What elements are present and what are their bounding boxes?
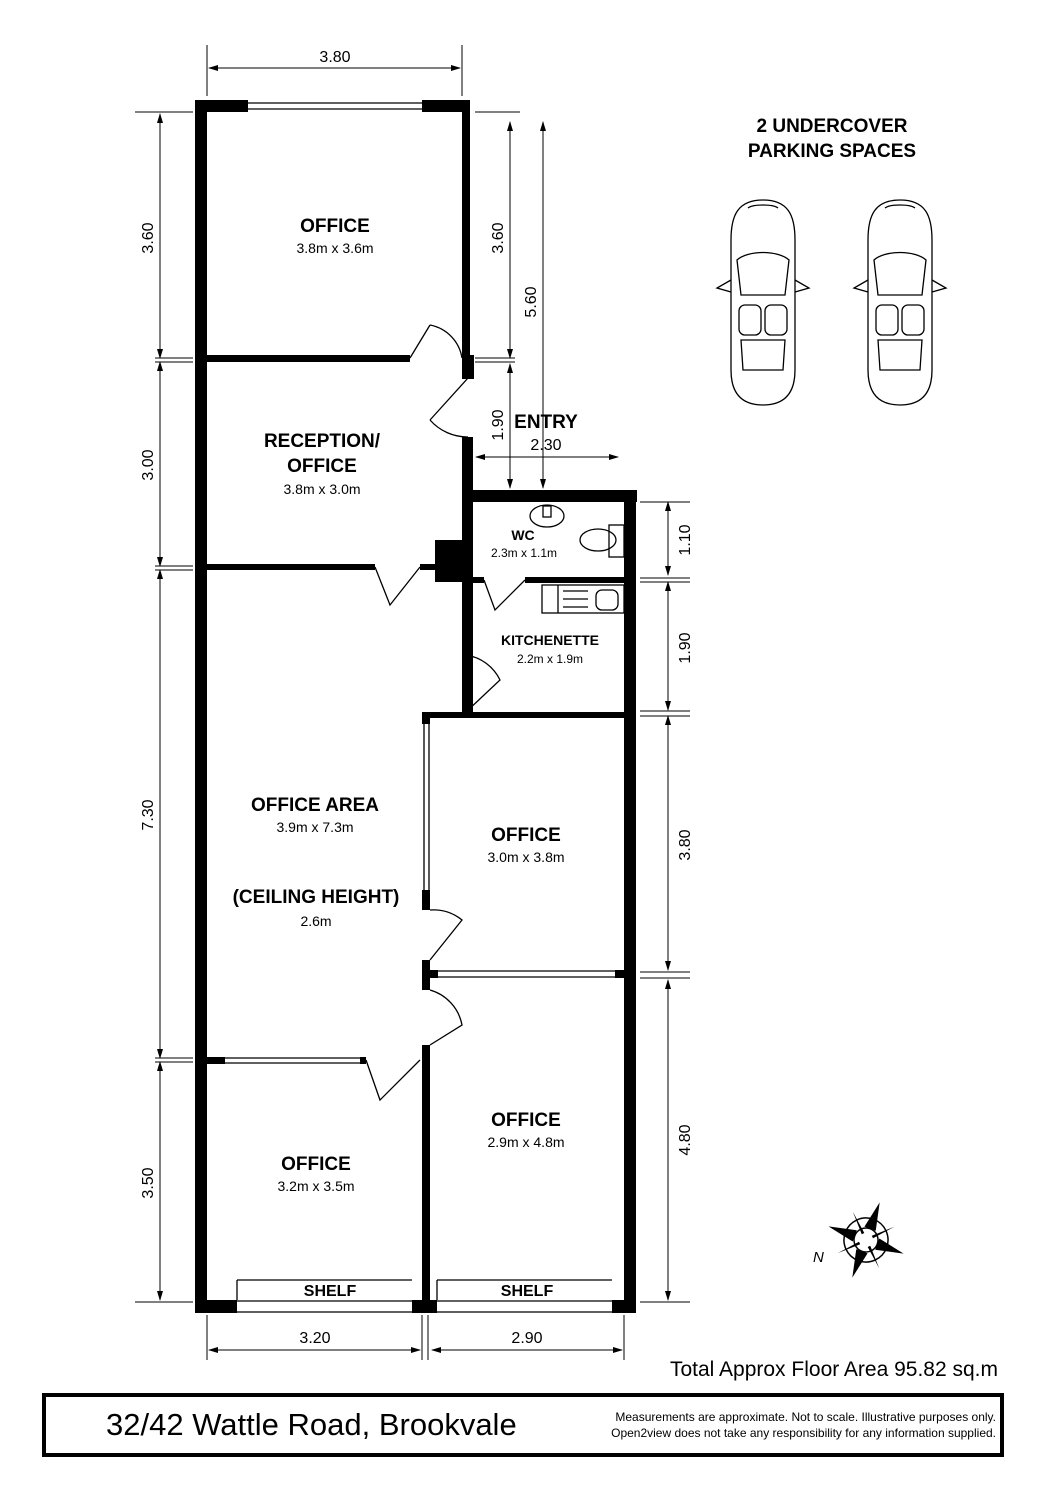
- room-entry-name: ENTRY: [514, 412, 578, 433]
- room-office-top-name: OFFICE: [300, 216, 370, 237]
- ceiling-height-label: (CEILING HEIGHT): [233, 887, 400, 908]
- dim-right-4: 4.80: [677, 1124, 694, 1155]
- dimension-lines: [135, 45, 690, 1360]
- car-icon: [852, 199, 948, 406]
- room-kitchenette-name: KITCHENETTE: [501, 632, 599, 648]
- kitchen-bench: [541, 584, 625, 614]
- room-reception-name-1: RECEPTION/: [264, 431, 381, 452]
- car-icon: [715, 199, 811, 406]
- basin-icon: [529, 504, 565, 528]
- compass-rose-icon: [828, 1202, 904, 1278]
- shelf-left-label: SHELF: [304, 1283, 357, 1300]
- dim-left-1: 3.60: [140, 222, 157, 253]
- ceiling-height-value: 2.6m: [300, 913, 331, 929]
- shelf-right-label: SHELF: [501, 1283, 554, 1300]
- dim-bottom-2: 2.90: [511, 1330, 542, 1347]
- dim-top-width: 3.80: [319, 49, 350, 66]
- fixtures: [529, 504, 625, 614]
- dim-bottom-1: 3.20: [299, 1330, 330, 1347]
- dim-left-2: 3.00: [140, 449, 157, 480]
- dim-entry-width: 2.30: [530, 437, 561, 454]
- dim-right-1: 1.10: [677, 524, 694, 555]
- total-floor-area: Total Approx Floor Area 95.82 sq.m: [669, 1358, 998, 1381]
- property-address: 32/42 Wattle Road, Brookvale: [106, 1407, 517, 1442]
- room-wc-name: WC: [511, 527, 534, 543]
- toilet-icon: [579, 528, 617, 552]
- footer-box: 32/42 Wattle Road, Brookvale Measurement…: [42, 1393, 1004, 1457]
- room-reception-name-2: OFFICE: [287, 456, 357, 477]
- compass-north-label: N: [813, 1249, 824, 1266]
- dim-right-2: 1.90: [677, 632, 694, 663]
- room-office-br-name: OFFICE: [491, 1110, 561, 1131]
- walls: [195, 100, 637, 1313]
- parking-label-1: 2 UNDERCOVER: [757, 116, 908, 137]
- room-reception-size: 3.8m x 3.0m: [283, 481, 360, 497]
- dim-entry-depth: 1.90: [490, 409, 507, 440]
- dim-inner-5-60: 5.60: [523, 286, 540, 317]
- dim-right-3: 3.80: [677, 829, 694, 860]
- room-kitchenette-size: 2.2m x 1.9m: [517, 652, 583, 666]
- disclaimer-line-1: Measurements are approximate. Not to sca…: [615, 1410, 996, 1424]
- dim-left-4: 3.50: [140, 1167, 157, 1198]
- doors: [365, 324, 526, 1102]
- room-office-bl-name: OFFICE: [281, 1154, 351, 1175]
- room-office-mid-name: OFFICE: [491, 825, 561, 846]
- disclaimer-line-2: Open2view does not take any responsibili…: [611, 1426, 996, 1440]
- room-office-bl-size: 3.2m x 3.5m: [277, 1178, 354, 1194]
- room-office-top-size: 3.8m x 3.6m: [296, 240, 373, 256]
- room-office-mid-size: 3.0m x 3.8m: [487, 849, 564, 865]
- dim-inner-3-60: 3.60: [490, 222, 507, 253]
- parking-label-2: PARKING SPACES: [748, 141, 916, 162]
- disclaimer: Measurements are approximate. Not to sca…: [611, 1409, 996, 1441]
- room-office-area-name: OFFICE AREA: [251, 795, 379, 816]
- dim-left-3: 7.30: [140, 799, 157, 830]
- room-office-area-size: 3.9m x 7.3m: [276, 819, 353, 835]
- room-wc-size: 2.3m x 1.1m: [491, 546, 557, 560]
- room-office-br-size: 2.9m x 4.8m: [487, 1134, 564, 1150]
